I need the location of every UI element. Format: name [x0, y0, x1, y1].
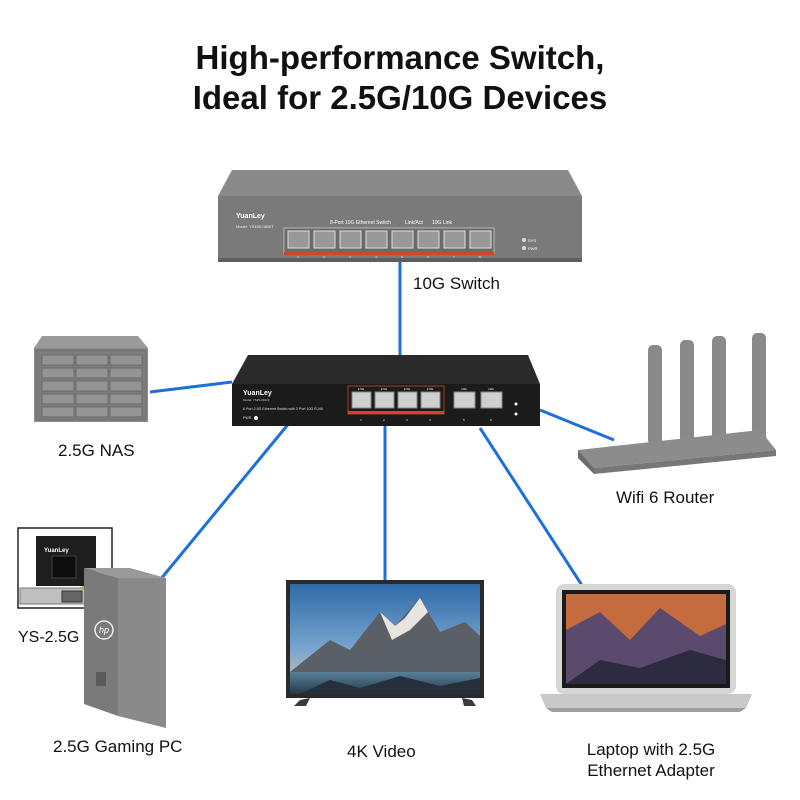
tv-mountains — [290, 598, 480, 672]
switch-main-port-top-label: 10G — [488, 387, 494, 391]
label-router: Wifi 6 Router — [616, 488, 715, 507]
link-router — [539, 408, 615, 442]
switch-10g-port-number: 7 — [453, 255, 455, 259]
switch-main-port — [453, 391, 476, 409]
switch-main-port-top-label: 2.5G — [427, 387, 434, 391]
router-device — [578, 333, 776, 474]
pwr-led-icon — [254, 416, 258, 420]
nas-device — [34, 336, 148, 422]
switch-10g-brand: YuanLey — [236, 213, 265, 220]
status-led-icon — [514, 412, 518, 416]
switch-main-port-number: 2 — [383, 418, 385, 422]
label-laptop-line-1: Laptop with 2.5G — [586, 740, 716, 759]
connection-lines — [149, 262, 615, 591]
switch-10g-port-number: 8 — [479, 255, 481, 259]
switch-main-caption: 6 Port 2.5G Ethernet Switch with 2 Port … — [243, 407, 323, 411]
switch-main: YuanLey Model: YS25-0402F 6 Port 2.5G Et… — [232, 355, 540, 426]
pc-brand: hp — [99, 625, 109, 635]
switch-main-accent — [348, 411, 444, 414]
switch-main-port-top-label: 2.5G — [404, 387, 411, 391]
pc-io-ports — [96, 672, 106, 686]
switch-10g-port — [469, 230, 492, 249]
hp-logo-icon — [94, 620, 114, 640]
switch-10g-port-number: 1 — [297, 255, 299, 259]
tv-foot-right — [462, 698, 476, 706]
switch-10g-model: Model: YS100-0800T — [236, 224, 274, 229]
switch-main-pwr-label: PWR — [243, 416, 252, 420]
switch-10g-port — [417, 230, 440, 249]
label-nic: YS-2.5G — [18, 629, 80, 646]
switch-main-top — [232, 355, 540, 384]
switch-main-port-number: 3 — [406, 418, 408, 422]
switch-10g-top — [218, 170, 582, 196]
label-gaming-pc: 2.5G Gaming PC — [53, 737, 183, 756]
switch-main-port-top-label: 10G — [461, 387, 467, 391]
nas-drive-bays — [41, 354, 143, 418]
switch-main-port-number: 6 — [490, 418, 492, 422]
label-laptop-line-2: Ethernet Adapter — [587, 761, 715, 780]
switch-10g-port-number: 5 — [401, 255, 403, 259]
switch-10g-port — [443, 230, 466, 249]
switch-main-port — [351, 391, 372, 409]
switch-main-brand: YuanLey — [243, 390, 272, 397]
switch-main-port-top-label: 2.5G — [381, 387, 388, 391]
switch-10g-port — [313, 230, 336, 249]
status-led-icon — [514, 402, 518, 406]
gaming-pc-device: hp — [84, 568, 166, 728]
switch-10g-legend-link-act: Link/Act — [405, 220, 423, 226]
router-body — [578, 430, 776, 468]
switch-main-port — [397, 391, 418, 409]
label-nas: 2.5G NAS — [58, 441, 135, 460]
switch-10g-port-number: 6 — [427, 255, 429, 259]
switch-10g-port-number: 3 — [349, 255, 351, 259]
switch-10g-port — [391, 230, 414, 249]
switch-10g-accent — [284, 252, 494, 255]
switch-main-port — [374, 391, 395, 409]
laptop-base — [540, 694, 752, 708]
nic-brand: YuanLey — [44, 548, 69, 554]
switch-10g: YuanLey Model: YS100-0800T 8-Port 10G Et… — [218, 170, 582, 262]
link-pc — [158, 421, 292, 581]
switch-10g-port-number: 4 — [375, 255, 377, 259]
switch-10g-led-pwr: PWR — [528, 246, 537, 251]
nic-heatsink — [51, 555, 77, 579]
switch-10g-caption: 8-Port 10G Ethernet Switch — [330, 220, 391, 226]
switch-main-model: Model: YS25-0402F — [243, 398, 270, 402]
label-10g-switch: 10G Switch — [413, 274, 500, 293]
switch-10g-port — [365, 230, 388, 249]
switch-10g-ports: 1 2 3 4 5 6 7 8 — [283, 227, 495, 259]
switch-10g-port — [287, 230, 310, 249]
sys-led-icon — [522, 238, 526, 242]
switch-main-port — [420, 391, 441, 409]
tv-foot-left — [294, 698, 310, 706]
switch-10g-legend-10g-link: 10G Link — [432, 220, 453, 226]
label-tv: 4K Video — [347, 742, 416, 761]
switch-10g-port-number: 2 — [323, 255, 325, 259]
link-nas — [149, 380, 233, 394]
switch-main-port-number: 5 — [463, 418, 465, 422]
switch-10g-led-sys: SYS — [528, 238, 536, 243]
laptop-device — [540, 584, 752, 712]
switch-main-port — [480, 391, 503, 409]
pwr-led-icon — [522, 246, 526, 250]
nic-port — [61, 590, 83, 603]
switch-main-port-number: 1 — [360, 418, 362, 422]
pc-side-panel — [118, 578, 166, 728]
switch-10g-port — [339, 230, 362, 249]
page-title-line-1: High-performance Switch, — [195, 39, 605, 76]
pc-front-panel — [84, 568, 118, 716]
router-antennas — [648, 333, 766, 448]
switch-main-port-number: 4 — [429, 418, 431, 422]
page-title-line-2: Ideal for 2.5G/10G Devices — [192, 79, 608, 116]
link-laptop — [478, 427, 587, 591]
switch-main-port-top-label: 2.5G — [358, 387, 365, 391]
tv-device — [286, 580, 484, 706]
